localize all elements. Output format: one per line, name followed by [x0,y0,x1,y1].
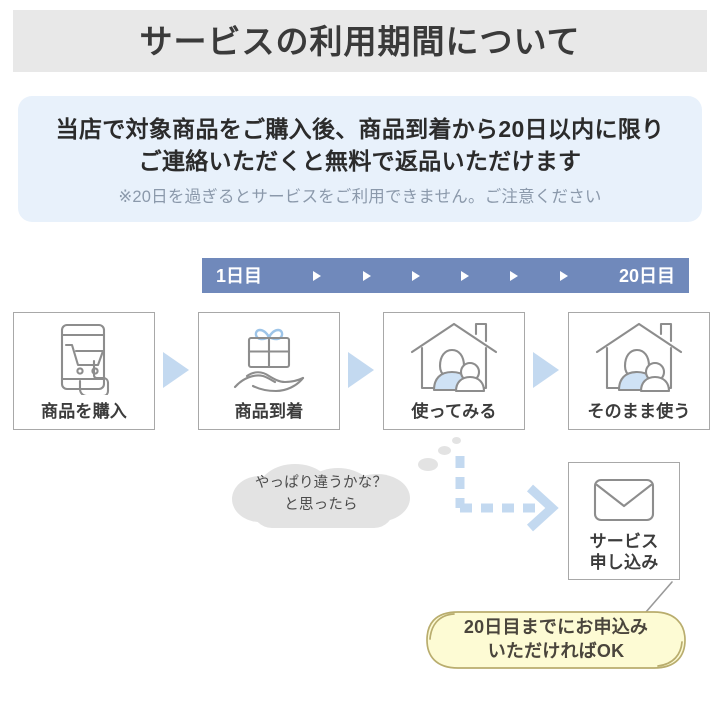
step-card-label: 使ってみる [411,402,497,422]
gift-on-hand-icon [199,313,339,402]
thought-line-1: やっぱり違うかな？ [254,475,388,492]
step-card-label: そのまま使う [587,402,691,422]
notice-box: 当店で対象商品をご購入後、商品到着から20日以内に限り ご連絡いただくと無料で返… [18,96,702,222]
step-arrow-icon [348,352,374,388]
service-application-label: サービス 申し込み [590,532,659,579]
step-card-purchase: 商品を購入 [13,312,155,430]
thought-bubble-text: やっぱり違うかな？ と思ったら [232,462,410,528]
service-application-card: サービス 申し込み [568,462,680,580]
timeline-bar: 1日目 20日目 [202,258,689,293]
callout-connector-line [620,580,680,614]
step-card-label: 商品を購入 [41,402,127,422]
callout-line-1: 20日目までにお申込み [463,617,649,638]
timeline-triangle-icon [362,270,371,281]
timeline-triangle-icon [461,270,470,281]
step-card-try: 使ってみる [383,312,525,430]
timeline-triangle-icon [510,270,519,281]
dashed-elbow-arrow-icon [452,452,572,532]
thought-dot-icon [418,458,438,471]
thought-dot-icon [438,446,451,455]
callout-line-2: いただければOK [487,641,625,661]
timeline-triangle-icon [313,270,322,281]
notice-line-2: ご連絡いただくと無料で返品いただけます [138,148,582,175]
page-header-band: サービスの利用期間について [13,10,707,72]
step-arrow-icon [163,352,189,388]
house-family-icon [384,313,524,402]
timeline-arrow-track [262,270,619,281]
timeline-triangle-icon [559,270,568,281]
envelope-icon [592,463,656,532]
apply-label-line-1: サービス [589,532,659,552]
callout-bubble: 20日目までにお申込み いただければOK [424,609,688,671]
timeline-triangle-icon [411,270,420,281]
step-card-keep-using: そのまま使う [568,312,710,430]
timeline-end-label: 20日目 [618,265,675,286]
callout-text: 20日目までにお申込み いただければOK [424,609,688,671]
notice-sub-text: ※20日を過ぎるとサービスをご利用できません。ご注意ください [118,188,602,207]
page-title: サービスの利用期間について [139,22,581,60]
apply-label-line-2: 申し込み [589,552,659,572]
timeline-start-label: 1日目 [216,265,263,286]
smartphone-cart-icon [14,313,154,402]
house-family-icon [569,313,709,402]
step-card-label: 商品到着 [234,402,304,422]
thought-bubble: やっぱり違うかな？ と思ったら [232,462,410,528]
thought-line-2: と思ったら [284,497,358,513]
step-card-arrival: 商品到着 [198,312,340,430]
step-arrow-icon [533,352,559,388]
thought-dot-icon [452,437,461,444]
thought-blob [252,488,394,528]
notice-line-1: 当店で対象商品をご購入後、商品到着から20日以内に限り [55,115,665,142]
